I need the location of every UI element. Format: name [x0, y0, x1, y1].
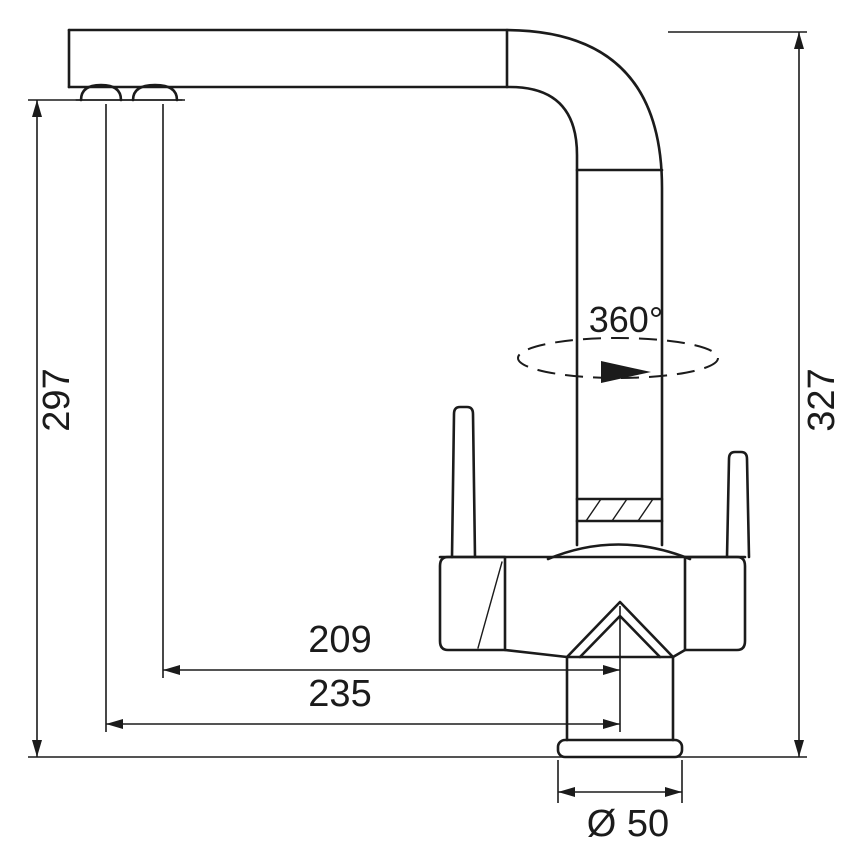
spout-outer-edge — [67, 28, 664, 547]
arrowhead — [32, 100, 42, 117]
collar-hatch — [585, 498, 654, 522]
body-shoulder — [546, 543, 692, 561]
body-left-block — [438, 555, 507, 652]
rotation-arrow — [601, 361, 651, 383]
arrowhead — [163, 665, 180, 675]
rotation-ellipse — [517, 337, 719, 379]
arrowhead — [32, 740, 42, 757]
arrowhead — [603, 719, 620, 729]
spout-inner-edge — [67, 85, 579, 547]
dimension-labels: 297 327 209 235 Ø 50 360° — [36, 299, 843, 845]
aerator-bump-left — [79, 83, 123, 102]
aerator-bump-right — [131, 83, 179, 102]
rotation-symbol — [517, 337, 719, 383]
dim-diameter-label: Ø 50 — [587, 803, 669, 845]
faucet-outline — [67, 28, 751, 759]
arrowhead — [794, 32, 804, 49]
dim-209-label: 209 — [308, 619, 371, 661]
dim-235-label: 235 — [308, 673, 371, 715]
body-left-chamfer — [477, 561, 503, 649]
rotation-angle-label: 360° — [589, 299, 663, 340]
body-bottom-left — [503, 648, 569, 659]
arrowhead — [558, 787, 575, 797]
arrowhead — [106, 719, 123, 729]
right-handle — [725, 450, 751, 559]
arrowhead — [603, 665, 620, 675]
base-flange — [556, 738, 684, 759]
arrowhead — [665, 787, 682, 797]
dimension-lines — [28, 31, 807, 803]
dim-327-label: 327 — [801, 368, 843, 431]
dim-297-label: 297 — [36, 368, 78, 431]
arrowhead — [794, 740, 804, 757]
body-right-block — [683, 555, 747, 652]
left-handle — [450, 405, 477, 559]
body-bottom-right — [671, 648, 687, 659]
